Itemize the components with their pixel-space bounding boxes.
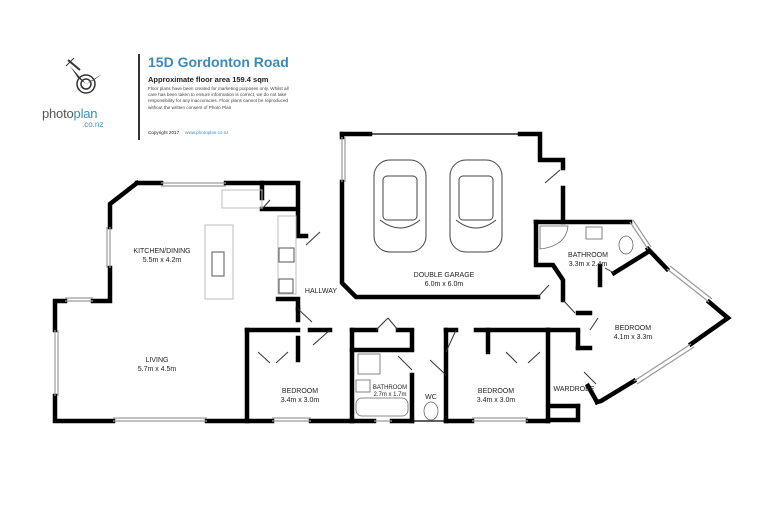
bedroom-3-label: BEDROOM bbox=[478, 388, 514, 395]
shower-icon bbox=[539, 225, 569, 250]
sink-icon bbox=[211, 251, 225, 277]
brand-logo-text: photoplan bbox=[42, 106, 98, 121]
compass-logo-icon bbox=[65, 57, 102, 102]
doors bbox=[257, 169, 615, 385]
bathroom-2-label: BATHROOM bbox=[373, 385, 407, 391]
kitchen-label: KITCHEN/DINING bbox=[133, 248, 190, 255]
wardrobe-label: WARDROBE bbox=[554, 386, 595, 393]
property-title: 15D Gordonton Road bbox=[148, 54, 289, 70]
garage-label: DOUBLE GARAGE bbox=[414, 272, 475, 279]
car-icon bbox=[449, 159, 503, 253]
bedroom-2-size: 3.4m x 3.0m bbox=[281, 397, 320, 404]
car-icon bbox=[373, 159, 427, 253]
garage-size: 6.0m x 6.0m bbox=[425, 281, 464, 288]
hallway-label: HALLWAY bbox=[305, 288, 337, 295]
wc-toilet-icon bbox=[423, 401, 439, 421]
vanity-icon bbox=[585, 226, 603, 240]
toilet-icon bbox=[618, 235, 634, 255]
washer-icon bbox=[278, 278, 294, 294]
car-icons bbox=[373, 159, 503, 253]
bedroom-2-label: BEDROOM bbox=[282, 388, 318, 395]
bathroom-main-size: 3.3m x 2.4m bbox=[569, 261, 608, 268]
living-label: LIVING bbox=[146, 357, 169, 364]
master-bedroom-label: BEDROOM bbox=[615, 325, 651, 332]
windows bbox=[54, 137, 713, 422]
header-divider bbox=[138, 54, 140, 140]
room-labels: KITCHEN/DINING 5.5m x 4.2m LIVING 5.7m x… bbox=[133, 248, 652, 404]
brand-logo-domain: .co.nz bbox=[82, 120, 104, 129]
kitchen-island bbox=[204, 224, 234, 300]
master-bedroom-size: 4.1m x 3.3m bbox=[614, 334, 653, 341]
bathroom-main-label: BATHROOM bbox=[568, 252, 608, 259]
floor-area: Approximate floor area 159.4 sqm bbox=[148, 75, 269, 84]
living-size: 5.7m x 4.5m bbox=[138, 366, 177, 373]
walls bbox=[52, 131, 732, 424]
bathroom-2-size: 2.7m x 1.7m bbox=[373, 392, 406, 398]
website-link[interactable]: www.photoplan.co.nz bbox=[185, 130, 229, 135]
wc-label: WC bbox=[425, 394, 437, 401]
kitchen-size: 5.5m x 4.2m bbox=[143, 257, 182, 264]
bathtub-icon bbox=[355, 397, 409, 417]
bathroom-fixtures bbox=[355, 225, 634, 421]
plan-header: photoplan .co.nz 15D Gordonton Road Appr… bbox=[30, 40, 290, 150]
kitchen-fixtures bbox=[204, 189, 297, 300]
bedroom-3-size: 3.4m x 3.0m bbox=[477, 397, 516, 404]
cooktop-icon bbox=[278, 247, 295, 263]
disclaimer-text: Floor plans have been created for market… bbox=[148, 86, 289, 110]
basin-icon bbox=[357, 353, 381, 375]
